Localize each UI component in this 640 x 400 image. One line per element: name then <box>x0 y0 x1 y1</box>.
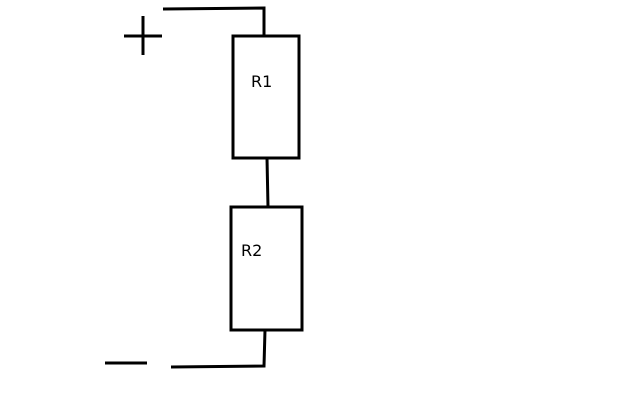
resistor-r1-label: R1 <box>251 72 272 91</box>
positive-terminal-sign <box>124 16 162 55</box>
resistor-r1-body <box>231 34 301 160</box>
middle-wire <box>265 157 270 208</box>
bottom-wire <box>170 329 267 369</box>
resistor-r2: R2 <box>229 205 304 332</box>
resistor-r2-label: R2 <box>241 241 262 260</box>
top-wire <box>162 6 266 36</box>
resistor-r2-body <box>229 205 304 332</box>
resistor-r1: R1 <box>231 34 301 160</box>
